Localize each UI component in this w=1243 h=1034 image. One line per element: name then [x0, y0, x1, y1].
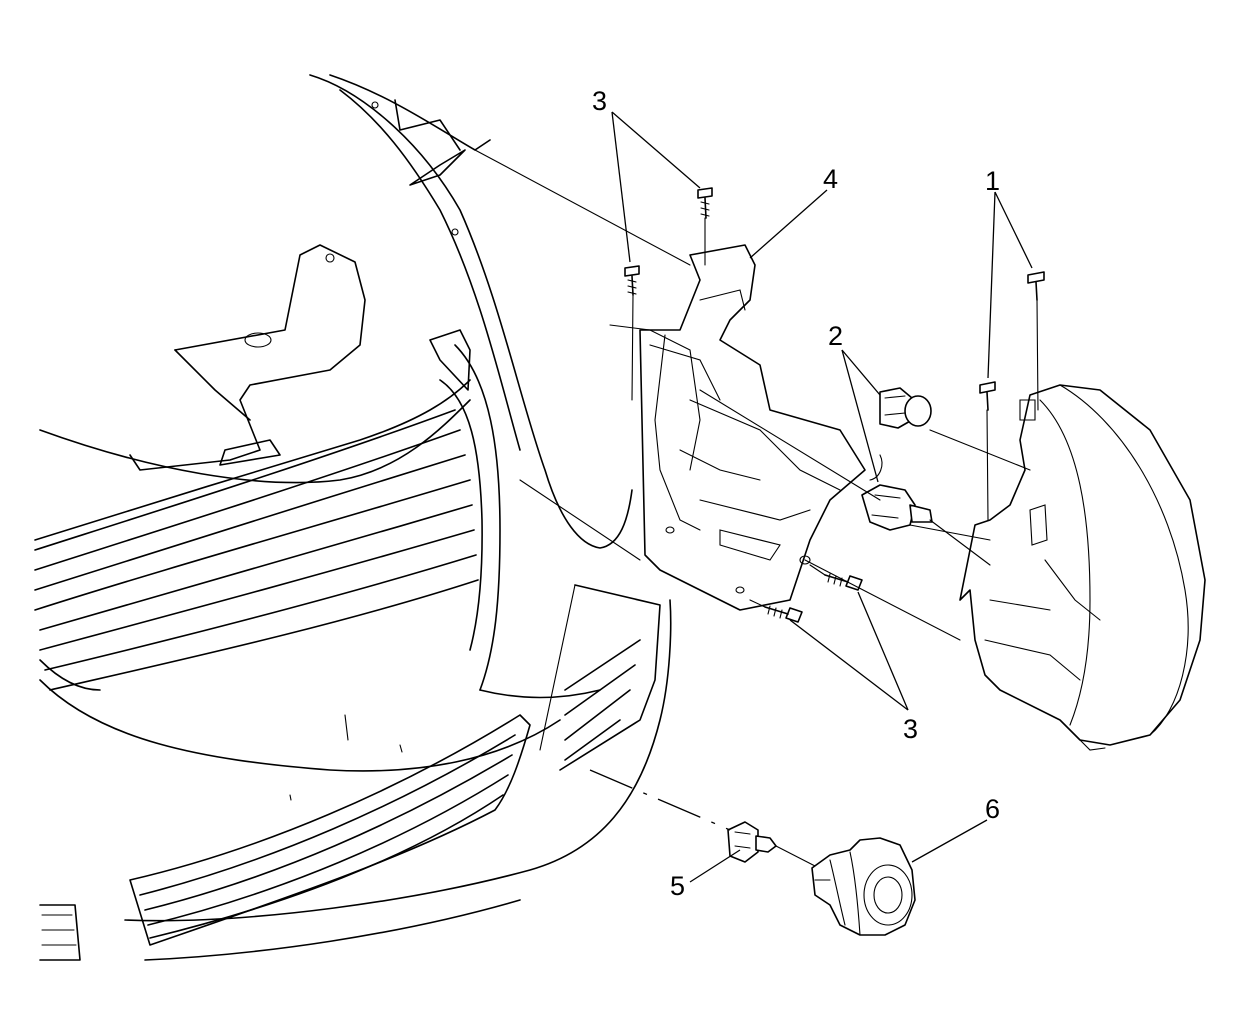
screw-3-right: [824, 573, 863, 591]
fog-lamp-assembly: [811, 837, 916, 936]
callout-2: 2: [828, 321, 843, 351]
fender-outline: [309, 74, 633, 549]
bumper-fascia: [34, 244, 672, 961]
callout-6: 6: [985, 794, 1000, 824]
headlamp-bulb-upper: [879, 387, 932, 429]
screw-3-left: [624, 265, 640, 296]
explode-lines: [474, 149, 1039, 867]
headlamp-bulb-lower: [861, 454, 933, 531]
bolt-1-left: [979, 381, 996, 411]
screw-3-top: [697, 187, 713, 219]
callout-3-bottom: 3: [903, 714, 918, 744]
fog-lamp-bulb: [727, 821, 777, 863]
callout-1: 1: [985, 166, 1000, 196]
headlamp-assembly: [959, 384, 1206, 751]
leader-lines: [611, 111, 1033, 883]
callout-5: 5: [670, 871, 685, 901]
callout-3-top: 3: [592, 86, 607, 116]
bolt-1-right: [1027, 271, 1045, 301]
screw-3-lower: [764, 605, 803, 623]
headlamp-bracket: [609, 244, 866, 611]
callout-4: 4: [823, 164, 838, 194]
